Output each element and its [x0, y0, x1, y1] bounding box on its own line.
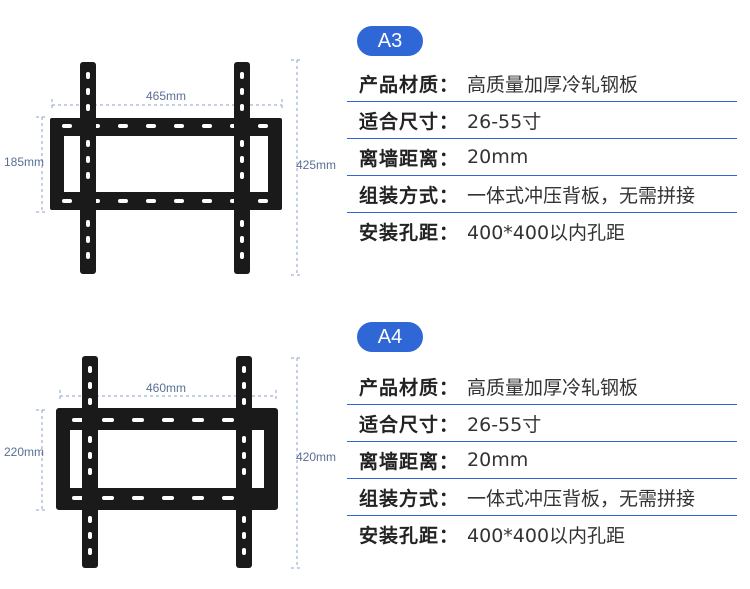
spec-value: 一体式冲压背板，无需拼接 [467, 487, 696, 510]
spec-row-wall-distance: 离墙距离： 20mm [347, 139, 737, 176]
dimension-total-height-label: 420mm [296, 450, 337, 464]
dimension-height-label: 185mm [4, 155, 45, 169]
bracket-a3-drawing [36, 59, 303, 276]
spec-value: 400*400以内孔距 [467, 221, 626, 244]
model-badge-a4: A4 [357, 322, 423, 352]
spec-value: 高质量加厚冷轧钢板 [467, 376, 639, 399]
spec-key: 产品材质： [359, 73, 460, 96]
spec-value: 400*400以内孔距 [467, 524, 626, 547]
spec-row-assembly: 组装方式： 一体式冲压背板，无需拼接 [347, 176, 737, 213]
spec-row-material: 产品材质： 高质量加厚冷轧钢板 [347, 368, 737, 405]
spec-key: 适合尺寸： [359, 110, 460, 133]
spec-value: 20mm [467, 146, 529, 168]
spec-row-wall-distance: 离墙距离： 20mm [347, 442, 737, 479]
model-badge-a3: A3 [357, 26, 423, 56]
spec-key: 组装方式： [359, 487, 460, 510]
spec-key: 安装孔距： [359, 524, 460, 547]
spec-row-material: 产品材质： 高质量加厚冷轧钢板 [347, 65, 737, 102]
spec-value: 高质量加厚冷轧钢板 [467, 73, 639, 96]
dimension-height-label: 220mm [4, 445, 45, 459]
spec-key: 离墙距离： [359, 147, 460, 170]
spec-row-hole-spacing: 安装孔距： 400*400以内孔距 [347, 516, 737, 552]
spec-list-a4: 产品材质： 高质量加厚冷轧钢板 适合尺寸： 26-55寸 离墙距离： 20mm … [347, 368, 737, 552]
product-a3-section: 465mm 185mm 425mm A3 产品材质： 高质量加厚冷轧钢板 适合尺… [0, 0, 750, 290]
spec-row-assembly: 组装方式： 一体式冲压背板，无需拼接 [347, 479, 737, 516]
bracket-a3-diagram: 465mm 185mm 425mm [0, 0, 340, 290]
dimension-width-label: 460mm [146, 381, 187, 395]
spec-key: 适合尺寸： [359, 413, 460, 436]
spec-value: 26-55寸 [467, 413, 542, 436]
product-a4-section: 460mm 220mm 420mm A4 产品材质： 高质量加厚冷轧钢板 适合尺… [0, 298, 750, 589]
dimension-width-label: 465mm [146, 89, 187, 103]
spec-key: 离墙距离： [359, 450, 460, 473]
spec-list-a3: 产品材质： 高质量加厚冷轧钢板 适合尺寸： 26-55寸 离墙距离： 20mm … [347, 65, 737, 249]
spec-key: 安装孔距： [359, 221, 460, 244]
spec-value: 一体式冲压背板，无需拼接 [467, 184, 696, 207]
spec-value: 26-55寸 [467, 110, 542, 133]
bracket-a4-diagram: 460mm 220mm 420mm [0, 298, 340, 588]
dimension-total-height-label: 425mm [296, 158, 337, 172]
spec-row-size: 适合尺寸： 26-55寸 [347, 102, 737, 139]
spec-value: 20mm [467, 449, 529, 471]
spec-key: 产品材质： [359, 376, 460, 399]
spec-row-size: 适合尺寸： 26-55寸 [347, 405, 737, 442]
spec-row-hole-spacing: 安装孔距： 400*400以内孔距 [347, 213, 737, 249]
bracket-a4-drawing [36, 356, 303, 569]
spec-key: 组装方式： [359, 184, 460, 207]
